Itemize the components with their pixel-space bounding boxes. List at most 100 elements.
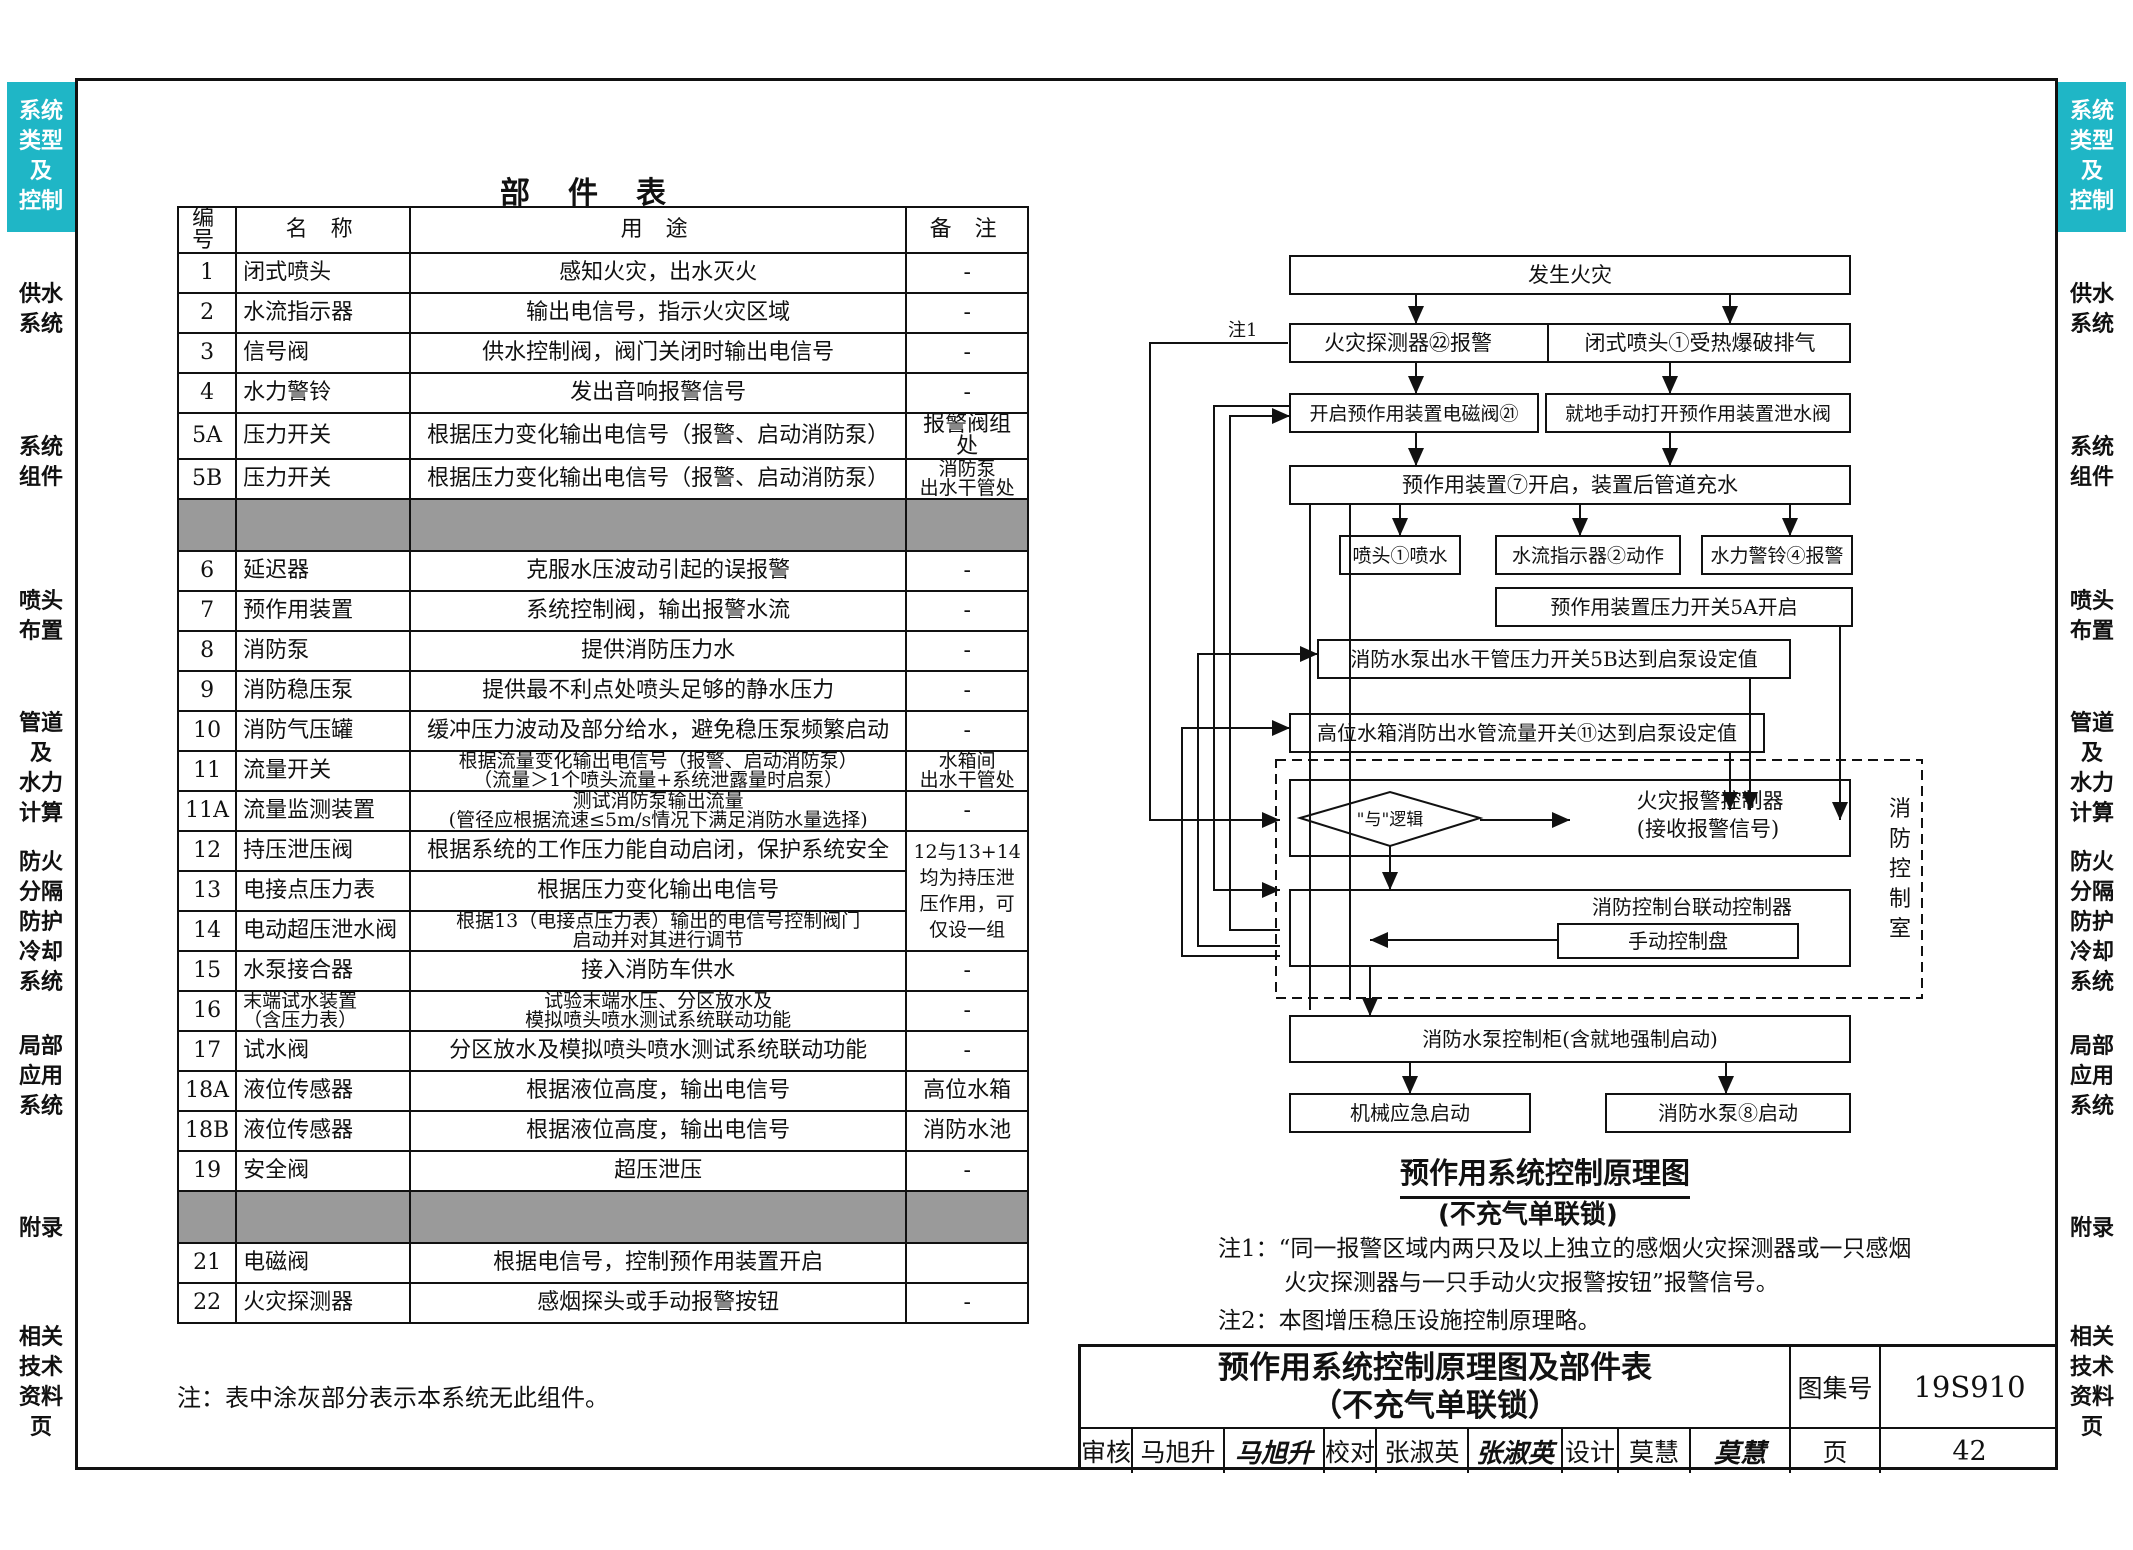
cell-use: 感烟探头或手动报警按钮 xyxy=(409,1282,908,1324)
cell-use: 根据13（电接点压力表）输出的电信号控制阀门 启动并对其进行调节 xyxy=(409,910,908,952)
left-sidebar-tab-2[interactable]: 系统 组件 xyxy=(7,387,75,541)
cell-note: 报警阀组处 xyxy=(905,412,1030,460)
cell-name: 预作用装置 xyxy=(235,590,412,632)
cell-use: 根据系统的工作压力能自动启闭，保护系统安全 xyxy=(409,830,908,872)
box-manual-drain xyxy=(1545,393,1851,433)
cell-note xyxy=(905,1242,1030,1284)
right-sidebar-tab-3[interactable]: 喷头 布置 xyxy=(2058,541,2126,694)
cell-use: 超压泄压 xyxy=(409,1150,908,1192)
right-sidebar-tab-2[interactable]: 系统 组件 xyxy=(2058,387,2126,541)
diagram-note1-tag: 注1 xyxy=(1228,320,1257,341)
left-sidebar-tab-5[interactable]: 防火 分隔 防护 冷却 系统 xyxy=(7,846,75,1001)
cell-name: 电磁阀 xyxy=(235,1242,412,1284)
right-sidebar-tab-5[interactable]: 防火 分隔 防护 冷却 系统 xyxy=(2058,846,2126,1001)
left-sidebar-tab-0[interactable]: 系统 类型 及 控制 xyxy=(7,82,75,234)
cell-name: 消防稳压泵 xyxy=(235,670,412,712)
box-mech-start xyxy=(1289,1093,1531,1133)
diagram-text-fire: 发生火灾 xyxy=(1528,263,1612,287)
cell-note: - xyxy=(905,252,1030,294)
cell-note: 高位水箱 xyxy=(905,1070,1030,1112)
diagram-note-2: 注2：本图增压稳压设施控制原理略。 xyxy=(1218,1308,1601,1334)
cell-use xyxy=(409,1190,908,1244)
diagram-text-pump-start: 消防水泵⑧启动 xyxy=(1658,1101,1798,1125)
left-sidebar-tab-1[interactable]: 供水 系统 xyxy=(7,234,75,387)
cell-no: 13 xyxy=(176,870,238,912)
right-sidebar-tab-6[interactable]: 局部 应用 系统 xyxy=(2058,1001,2126,1154)
cell-name: 电接点压力表 xyxy=(235,870,412,912)
cell-no: 10 xyxy=(176,710,238,752)
diagram-text-alarm-ctrl: 火灾报警控制器 xyxy=(1637,789,1784,813)
box-psw-5a xyxy=(1495,587,1853,627)
cell-note: - xyxy=(905,332,1030,374)
cell-name: 火灾探测器 xyxy=(235,1282,412,1324)
cell-use: 供水控制阀，阀门关闭时输出电信号 xyxy=(409,332,908,374)
control-flow-diagram: 发生火灾 火灾探测器㉒报警 闭式喷头①受热爆破排气 开启预作用装置电磁阀㉑ 就地… xyxy=(1149,255,1923,1133)
cell-use: 感知火灾，出水灭火 xyxy=(409,252,908,294)
cell-use: 发出音响报警信号 xyxy=(409,372,908,414)
right-sidebar-tab-0[interactable]: 系统 类型 及 控制 xyxy=(2058,82,2126,234)
checker-signature: 张淑英 xyxy=(1469,1429,1563,1473)
cell-no: 2 xyxy=(176,292,238,334)
designer-signature: 莫慧 xyxy=(1691,1429,1791,1473)
cell-name: 液位传感器 xyxy=(235,1110,412,1152)
right-sidebar-tab-1[interactable]: 供水 系统 xyxy=(2058,234,2126,387)
left-sidebar-tab-8[interactable]: 相关 技术 资料 页 xyxy=(7,1306,75,1461)
diagram-text-manual-panel: 手动控制盘 xyxy=(1628,929,1728,953)
and-logic-diamond xyxy=(1296,790,1484,848)
col-header-note: 备 注 xyxy=(905,206,1030,254)
cell-name: 压力开关 xyxy=(235,412,412,460)
cell-no: 11A xyxy=(176,790,238,832)
cell-use: 根据压力变化输出电信号 xyxy=(409,870,908,912)
box-device-open xyxy=(1289,465,1851,505)
cell-use: 试验末端水压、分区放水及 模拟喷头喷水测试系统联动功能 xyxy=(409,990,908,1032)
box-flow-ind xyxy=(1495,535,1681,575)
left-sidebar-tab-3[interactable]: 喷头 布置 xyxy=(7,541,75,694)
diagram-text-and-logic: "与"逻辑 xyxy=(1357,810,1424,830)
right-sidebar-tab-8[interactable]: 相关 技术 资料 页 xyxy=(2058,1306,2126,1461)
drawing-title-line1: 预作用系统控制原理图及部件表 xyxy=(1218,1350,1652,1386)
col-header-no: 编号 xyxy=(176,206,238,254)
diagram-text-alarm-ctrl-sub: (接收报警信号) xyxy=(1637,817,1779,841)
cell-name: 闭式喷头 xyxy=(235,252,412,294)
right-sidebar-tab-7[interactable]: 附录 xyxy=(2058,1154,2126,1306)
cell-use: 根据液位高度，输出电信号 xyxy=(409,1110,908,1152)
box-pump-cabinet xyxy=(1289,1015,1851,1063)
drawing-title: 预作用系统控制原理图及部件表 （不充气单联锁） xyxy=(1081,1347,1791,1429)
left-sidebar-tab-4[interactable]: 管道 及 水力 计算 xyxy=(7,694,75,846)
svg-text:制: 制 xyxy=(1889,887,1911,912)
atlas-label: 图集号 xyxy=(1791,1347,1881,1429)
cell-use: 克服水压波动引起的误报警 xyxy=(409,550,908,592)
parts-table-title: 部件表 xyxy=(500,176,704,211)
cell-no: 8 xyxy=(176,630,238,672)
cell-no: 5B xyxy=(176,458,238,500)
diagram-text-mech-start: 机械应急启动 xyxy=(1350,1101,1470,1125)
left-sidebar-tab-6[interactable]: 局部 应用 系统 xyxy=(7,1001,75,1154)
cell-no xyxy=(176,498,238,552)
drawing-frame xyxy=(75,78,2058,1470)
right-sidebar-tab-4[interactable]: 管道 及 水力 计算 xyxy=(2058,694,2126,846)
cell-no: 3 xyxy=(176,332,238,374)
box-pump-start xyxy=(1605,1093,1851,1133)
cell-use: 测试消防泵输出流量 (管径应根据流速≤5m/s情况下满足消防水量选择) xyxy=(409,790,908,832)
box-fire xyxy=(1289,255,1851,295)
box-bell xyxy=(1701,535,1853,575)
cell-name xyxy=(235,498,412,552)
diagram-text-manual-drain: 就地手动打开预作用装置泄水阀 xyxy=(1565,403,1831,425)
cell-note xyxy=(905,498,1030,552)
left-sidebar-tab-7[interactable]: 附录 xyxy=(7,1154,75,1306)
cell-name: 水泵接合器 xyxy=(235,950,412,992)
